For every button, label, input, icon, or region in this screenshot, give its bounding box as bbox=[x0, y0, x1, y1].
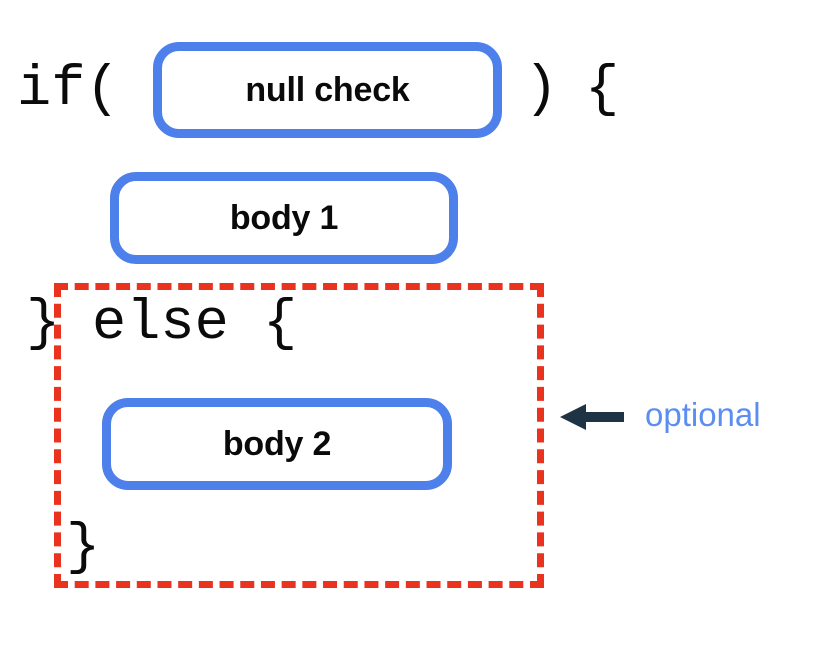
box-body-2[interactable]: body 2 bbox=[102, 398, 452, 490]
code-token-paren-close: ) bbox=[524, 58, 559, 122]
box-body-1-label: body 1 bbox=[229, 198, 339, 237]
box-body-1[interactable]: body 1 bbox=[110, 172, 458, 264]
box-body-2-label: body 2 bbox=[222, 424, 332, 463]
box-null-check[interactable]: null check bbox=[153, 42, 502, 138]
code-token-brace-close-if: } bbox=[26, 292, 61, 356]
code-token-if-open: if( bbox=[17, 58, 120, 122]
optional-annotation-label: optional bbox=[645, 396, 761, 433]
arrow-left-icon bbox=[560, 404, 624, 430]
code-token-brace-close-else: } bbox=[66, 516, 101, 580]
box-null-check-label: null check bbox=[245, 70, 410, 109]
code-token-else: else { bbox=[92, 292, 298, 356]
code-token-brace-open: { bbox=[585, 58, 620, 122]
